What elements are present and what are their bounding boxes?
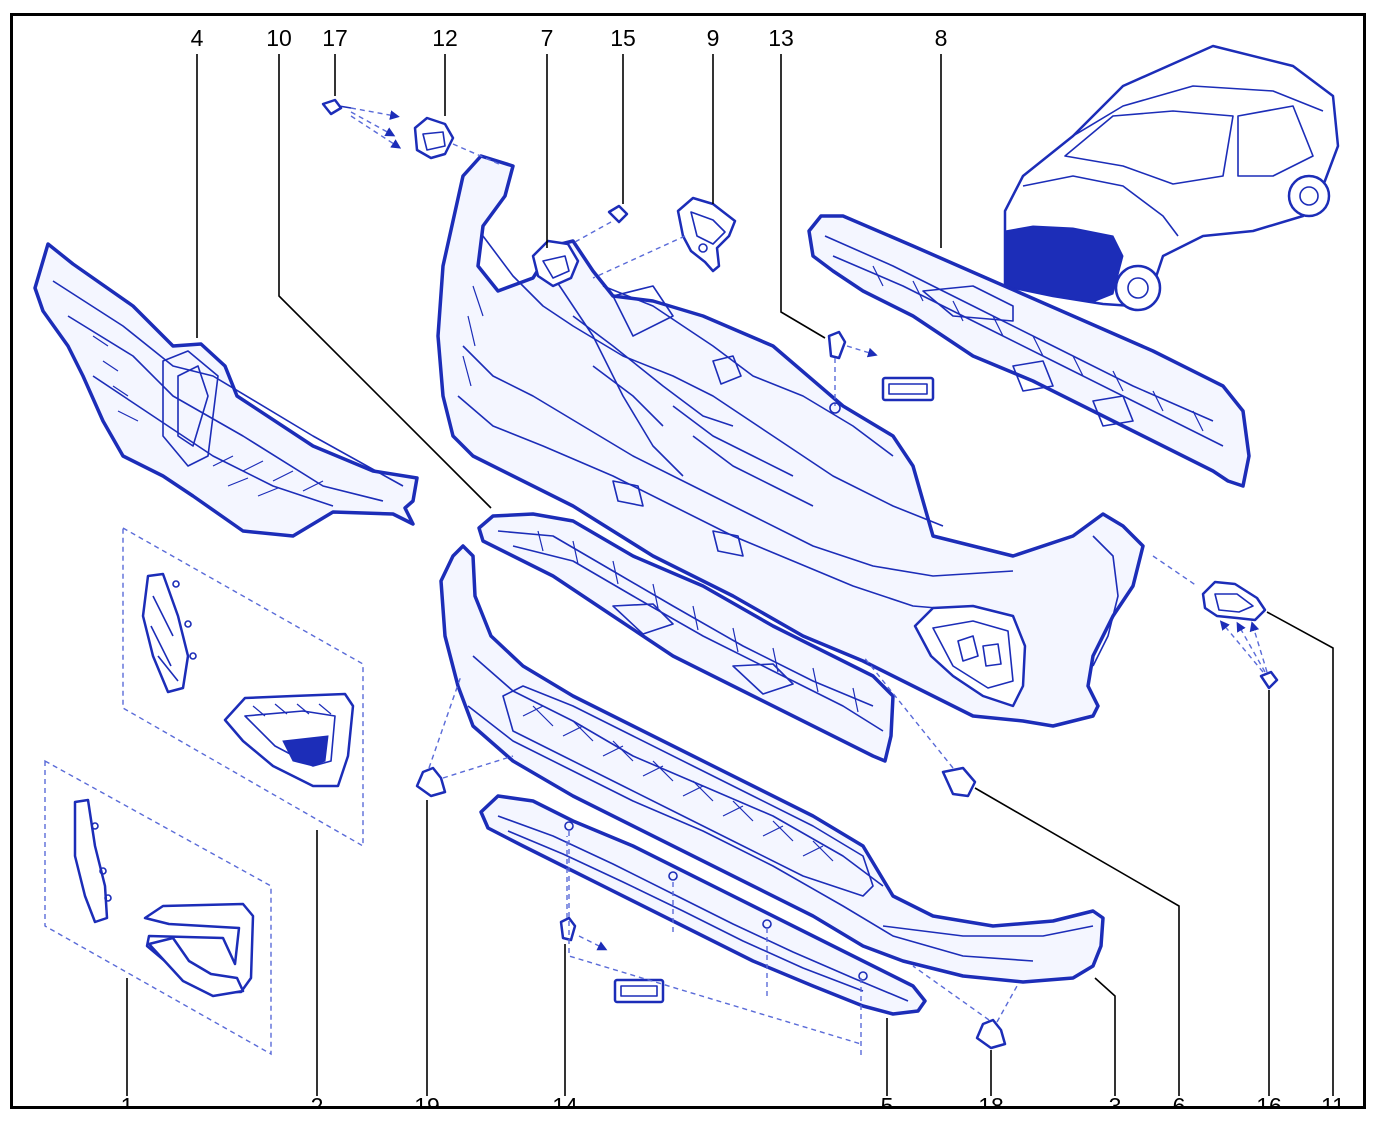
clip-part-14 <box>559 836 608 951</box>
energy-absorber-part-8 <box>807 214 1251 488</box>
callout-10: 10 <box>266 25 292 51</box>
callout-5: 5 <box>881 1093 894 1109</box>
callout-17: 17 <box>322 25 348 51</box>
callout-19: 19 <box>414 1093 440 1109</box>
bracket-part-11 <box>1152 555 1267 622</box>
callout-16: 16 <box>1256 1093 1282 1109</box>
diagram-frame: 4 10 17 12 7 15 9 13 8 1 2 19 14 5 18 3 … <box>10 13 1366 1109</box>
callout-labels: 4 10 17 12 7 15 9 13 8 1 2 19 14 5 18 3 … <box>121 25 1345 1109</box>
callout-13: 13 <box>768 25 794 51</box>
clip-part-6 <box>862 655 977 798</box>
clip-part-13 <box>827 330 878 406</box>
guide-line-9 <box>592 235 686 279</box>
clip-hole-13 <box>829 402 841 414</box>
fog-lamp-trim-part-1 <box>44 759 272 1056</box>
screw-part-17 <box>321 98 352 116</box>
guide-lines-5 <box>568 831 862 1056</box>
bracket-part-9 <box>676 196 737 273</box>
push-clip-part-19 <box>415 675 514 798</box>
callout-7: 7 <box>541 25 554 51</box>
leader-lines <box>126 54 1334 1096</box>
callout-3: 3 <box>1109 1093 1122 1109</box>
upper-grille-part-4 <box>33 242 419 538</box>
callout-4: 4 <box>191 25 204 51</box>
fog-lamp-frame-part-2 <box>122 526 364 848</box>
skid-plate-part-5 <box>479 794 927 1016</box>
callout-6: 6 <box>1173 1093 1186 1109</box>
callout-12: 12 <box>432 25 458 51</box>
screw-part-16 <box>1219 620 1279 690</box>
lower-bumper-part-3 <box>439 544 1105 984</box>
callout-9: 9 <box>707 25 720 51</box>
lower-bracket-part-10 <box>477 512 895 763</box>
screw-part-15 <box>574 204 629 243</box>
push-clip-part-18 <box>912 965 1018 1050</box>
screw-arrows-part-17 <box>350 107 500 165</box>
callout-2: 2 <box>311 1093 324 1109</box>
bumper-cover-part-7 <box>436 154 1145 728</box>
exploded-bumper-diagram: 4 10 17 12 7 15 9 13 8 1 2 19 14 5 18 3 … <box>33 25 1345 1109</box>
callout-1: 1 <box>121 1093 134 1109</box>
callout-15: 15 <box>610 25 636 51</box>
bracket-left-part-7 <box>531 239 580 288</box>
label-plate-14 <box>613 978 665 1004</box>
callout-8: 8 <box>935 25 948 51</box>
bracket-part-12 <box>413 116 455 160</box>
vehicle-location-icon <box>1003 44 1340 312</box>
callout-18: 18 <box>978 1093 1004 1109</box>
callout-14: 14 <box>552 1093 578 1109</box>
callout-11: 11 <box>1321 1093 1345 1109</box>
label-plate-13 <box>881 376 935 402</box>
